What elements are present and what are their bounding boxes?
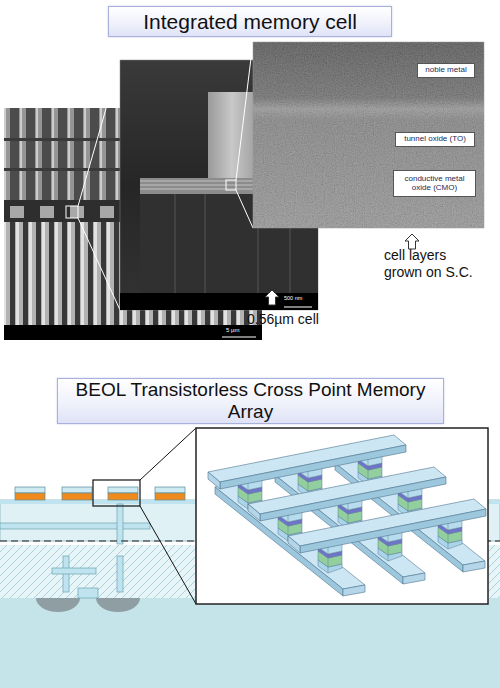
pointer-arrow bbox=[265, 290, 279, 305]
crossbar-array-3d bbox=[196, 428, 488, 604]
layer-callout-box: conductive metal oxide (CMO) bbox=[393, 170, 476, 197]
layer-callout-box: noble metal bbox=[417, 63, 475, 78]
scale-bar-label: 5 µm bbox=[226, 327, 260, 334]
zoom-line bbox=[236, 42, 253, 180]
layer-callout-box: tunnel oxide (TO) bbox=[395, 132, 475, 147]
caption-text: 0.56µm cell bbox=[247, 311, 357, 328]
caption-text: cell layers grown on S.C. bbox=[384, 247, 484, 281]
pointer-arrow bbox=[405, 234, 419, 249]
box-text: Integrated memory cell bbox=[143, 10, 357, 34]
zoom-line bbox=[78, 60, 120, 206]
box-text: conductive metal oxide (CMO) bbox=[396, 175, 473, 192]
zoom-line bbox=[78, 218, 120, 310]
box-text: BEOL Transistorless Cross Point Memory A… bbox=[58, 379, 443, 423]
scale-bar-label: 500 nm bbox=[284, 295, 314, 302]
zoom-line bbox=[140, 428, 196, 480]
section-heading-box: Integrated memory cell bbox=[108, 6, 392, 37]
zoom-line bbox=[236, 190, 253, 228]
tem-layer-image bbox=[253, 42, 484, 228]
box-text: noble metal bbox=[425, 66, 466, 74]
zoom-line bbox=[140, 506, 196, 604]
box-text: tunnel oxide (TO) bbox=[404, 135, 466, 143]
section-heading-box: BEOL Transistorless Cross Point Memory A… bbox=[57, 378, 444, 424]
